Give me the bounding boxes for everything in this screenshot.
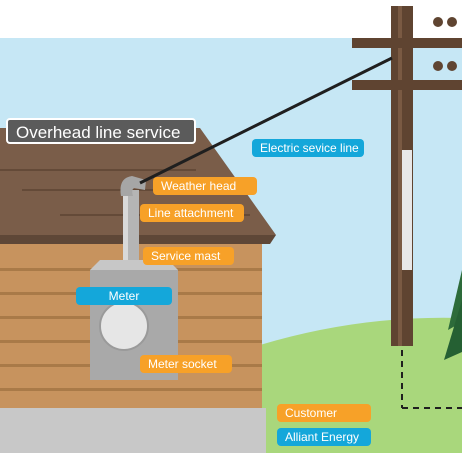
crossarm-upper <box>352 38 462 48</box>
crossarm-lower <box>352 80 462 90</box>
insulator <box>433 17 443 27</box>
label-electric-service-line: Electric sevice line <box>252 139 364 157</box>
insulator <box>447 61 457 71</box>
label-meter: Meter <box>76 287 172 305</box>
service-wire <box>139 56 393 185</box>
service-mast-highlight <box>123 190 128 282</box>
diagram-title: Overhead line service <box>6 118 196 144</box>
legend-customer: Customer <box>277 404 371 422</box>
label-line-attachment: Line attachment <box>140 204 244 222</box>
label-meter-socket: Meter socket <box>140 355 232 373</box>
label-service-mast: Service mast <box>143 247 234 265</box>
foundation <box>0 408 266 453</box>
siding-line <box>0 388 262 391</box>
pole-ground-wire <box>402 150 412 270</box>
legend-alliant-energy: Alliant Energy <box>277 428 371 446</box>
meter-glass <box>100 302 148 350</box>
pole-highlight <box>398 6 402 346</box>
weather-head <box>120 176 146 196</box>
insulator <box>447 17 457 27</box>
insulator <box>433 61 443 71</box>
tree-lower <box>444 300 462 360</box>
label-weather-head: Weather head <box>153 177 257 195</box>
